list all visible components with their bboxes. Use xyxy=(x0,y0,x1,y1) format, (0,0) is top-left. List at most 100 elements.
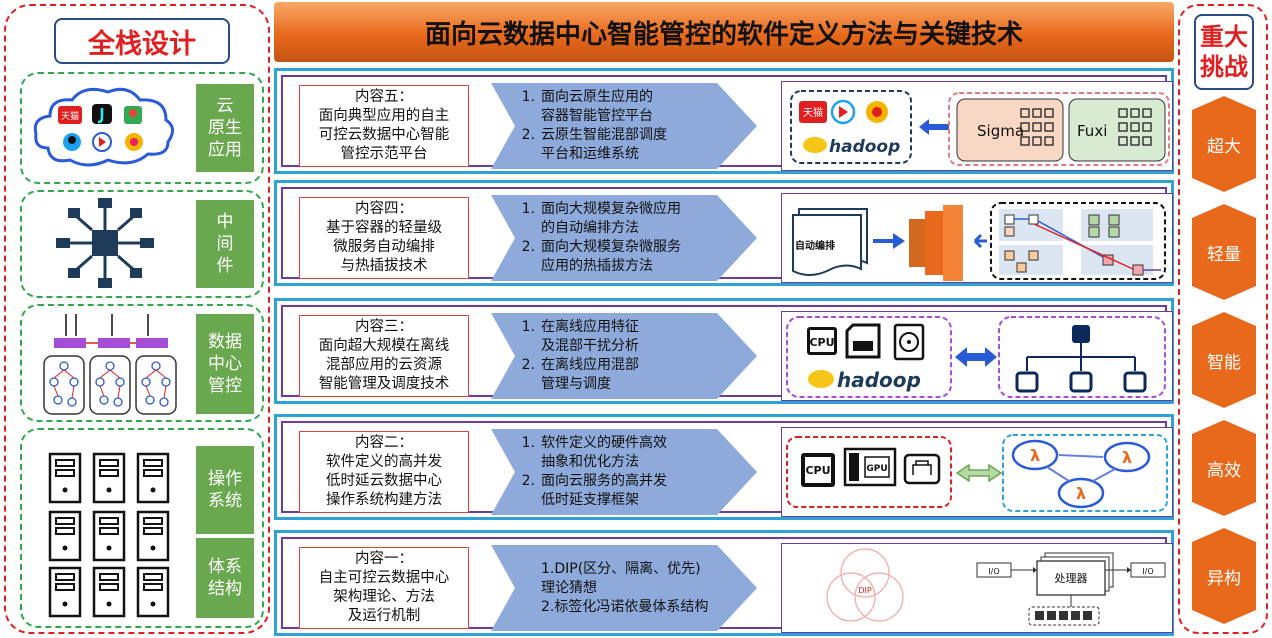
layer-os-architecture: 操作 系统 体系 结构 xyxy=(20,428,264,628)
item-text: 面向云原生应用的 容器智能管控平台 xyxy=(541,89,653,124)
orchestration-illustration: 自动编排 xyxy=(781,193,1173,283)
challenge-label: 异构 xyxy=(1207,568,1241,589)
challenge-label: 高效 xyxy=(1207,460,1241,481)
item-number: 1. xyxy=(521,201,535,217)
item-number xyxy=(515,560,541,598)
lambda-symbol: λ xyxy=(1030,446,1040,465)
gpu-label: GPU xyxy=(866,464,887,474)
content-title: 内容一： 自主可控云数据中心 架构理论、方法 及运行机制 xyxy=(299,547,469,629)
hadoop-logo-text: hadoop xyxy=(837,368,921,392)
middleware-network-icon xyxy=(56,198,154,288)
layer-label-text: 操作 系统 xyxy=(208,469,242,511)
layer-datacenter-management: 数据 中心 管控 xyxy=(20,304,264,422)
content-items: 1. 面向大规模复杂微应用 的自动编排方法 2. 面向大规模复杂微服务 应用的热插拔… xyxy=(515,197,755,279)
item-text: 在离线应用混部 管理与调度 xyxy=(541,357,639,392)
item-text: 面向云服务的高并发 低时延支撑框架 xyxy=(541,473,667,508)
content-row-4: 内容四： 基于容器的轻量级 微服务自动编排 与热插拔技术 1. 面向大规模复杂微应… xyxy=(274,180,1174,286)
datacenter-scheduling-icon xyxy=(43,314,177,415)
content-row-2: 内容二： 软件定义的高并发 低时延云数据中心 操作系统构建方法 1. 软件定义的硬… xyxy=(274,414,1174,520)
item-number: 2. xyxy=(521,357,535,373)
cloud-apps-icon: 天猫 xyxy=(33,87,174,167)
item-number: 1. xyxy=(521,319,535,335)
full-stack-panel: 全栈设计 天猫 云 原生 应用 xyxy=(4,4,270,634)
processor-label: 处理器 xyxy=(1055,572,1088,585)
auto-orchestration-label: 自动编排 xyxy=(795,239,835,252)
item-text: 云原生智能混部调度 平台和运维系统 xyxy=(541,127,667,162)
io-right-label: I/O xyxy=(1142,567,1153,576)
challenge-label: 智能 xyxy=(1207,352,1241,373)
tmall-logo-text: 天猫 xyxy=(803,106,823,119)
content-title: 内容三： 面向超大规模在离线 混部应用的云资源 智能管理及调度技术 xyxy=(299,315,469,397)
servers-icon xyxy=(48,452,170,618)
content-row-frame: 内容一： 自主可控云数据中心 架构理论、方法 及运行机制 1.DIP(区分、隔离… xyxy=(281,537,1173,633)
full-stack-title: 全栈设计 xyxy=(54,18,230,64)
platform-illustration: 天猫 hadoop Sigma Fuxi xyxy=(781,81,1173,171)
challenge-item: 异构 xyxy=(1192,528,1256,624)
item-text: 软件定义的硬件高效 抽象和优化方法 xyxy=(541,435,667,470)
content-items: 1.DIP(区分、隔离、优先) 理论猜想 2.标签化冯诺依曼体系结构 xyxy=(515,547,755,629)
lambda-symbol: λ xyxy=(1122,448,1132,467)
content-row-1: 内容一： 自主可控云数据中心 架构理论、方法 及运行机制 1.DIP(区分、隔离… xyxy=(274,530,1174,636)
content-items: 1. 在离线应用特征 及混部干扰分析 2. 在离线应用混部 管理与调度 xyxy=(515,315,755,397)
item-text: 面向大规模复杂微服务 应用的热插拔方法 xyxy=(541,239,681,274)
page-title: 面向云数据中心智能管控的软件定义方法与关键技术 xyxy=(274,2,1174,62)
content-title: 内容五： 面向典型应用的自主 可控云数据中心智能 管控示范平台 xyxy=(299,85,469,167)
layer-label-os: 操作 系统 xyxy=(196,446,254,534)
content-title: 内容四： 基于容器的轻量级 微服务自动编排 与热插拔技术 xyxy=(299,197,469,279)
content-row-frame: 内容三： 面向超大规模在离线 混部应用的云资源 智能管理及调度技术 1. 在离线应… xyxy=(281,305,1173,401)
challenge-label: 轻量 xyxy=(1207,244,1241,265)
arrow-shape xyxy=(491,313,757,399)
fuxi-label: Fuxi xyxy=(1077,122,1107,140)
challenge-item: 高效 xyxy=(1192,420,1256,516)
arrow-shape xyxy=(491,429,757,515)
challenge-item: 智能 xyxy=(1192,312,1256,408)
io-left-label: I/O xyxy=(988,567,999,576)
layer-label-text: 体系 结构 xyxy=(208,557,242,599)
os-hardware-illustration: CPU GPU λ λ λ xyxy=(781,427,1173,517)
layer-label-cloud-native: 云 原生 应用 xyxy=(196,84,254,172)
arrow-shape xyxy=(491,83,757,169)
challenge-label: 超大 xyxy=(1207,136,1241,157)
content-row-5: 内容五： 面向典型应用的自主 可控云数据中心智能 管控示范平台 1. 面向云原生应… xyxy=(274,68,1174,174)
item-number xyxy=(515,598,541,617)
challenge-item: 超大 xyxy=(1192,96,1256,192)
dip-label: DIP xyxy=(858,586,872,595)
item-text: 在离线应用特征 及混部干扰分析 xyxy=(541,319,639,354)
major-challenges-panel: 重大 挑战 超大 轻量 智能 高效 异构 xyxy=(1178,4,1268,634)
content-title: 内容二： 软件定义的高并发 低时延云数据中心 操作系统构建方法 xyxy=(299,431,469,513)
content-row-frame: 内容四： 基于容器的轻量级 微服务自动编排 与热插拔技术 1. 面向大规模复杂微应… xyxy=(281,187,1173,283)
arrow-shape xyxy=(491,545,757,631)
item-text: 面向大规模复杂微应用 的自动编排方法 xyxy=(541,201,681,236)
layer-label-middleware: 中 间 件 xyxy=(196,200,254,288)
hadoop-logo-text: hadoop xyxy=(829,137,900,157)
layer-label-text: 中 间 件 xyxy=(216,212,234,276)
cpu-label: CPU xyxy=(809,336,834,349)
item-number: 2. xyxy=(521,473,535,489)
tmall-logo-text: 天猫 xyxy=(61,110,79,122)
item-text: 1.DIP(区分、隔离、优先) 理论猜想 xyxy=(541,560,701,596)
item-number: 2. xyxy=(521,127,535,143)
challenge-item: 轻量 xyxy=(1192,204,1256,300)
sigma-label: Sigma xyxy=(977,122,1024,140)
content-items: 1. 软件定义的硬件高效 抽象和优化方法 2. 面向云服务的高并发 低时延支撑框架 xyxy=(515,431,755,513)
arrow-shape xyxy=(491,195,757,281)
item-number: 2. xyxy=(521,239,535,255)
content-row-3: 内容三： 面向超大规模在离线 混部应用的云资源 智能管理及调度技术 1. 在离线应… xyxy=(274,298,1174,404)
layer-label-text: 云 原生 应用 xyxy=(208,96,242,160)
lambda-symbol: λ xyxy=(1076,484,1086,503)
layer-label-text: 数据 中心 管控 xyxy=(208,332,242,396)
layer-label-architecture: 体系 结构 xyxy=(196,538,254,618)
major-challenges-title: 重大 挑战 xyxy=(1194,14,1254,90)
content-row-frame: 内容五： 面向典型应用的自主 可控云数据中心智能 管控示范平台 1. 面向云原生应… xyxy=(281,75,1173,171)
layer-cloud-native-apps: 天猫 云 原生 应用 xyxy=(20,72,264,184)
item-number: 1. xyxy=(521,435,535,451)
layer-middleware: 中 间 件 xyxy=(20,190,264,298)
resource-scheduling-illustration: CPU hadoop xyxy=(781,311,1173,401)
cpu-label: CPU xyxy=(805,464,830,477)
item-number: 1. xyxy=(521,89,535,105)
content-items: 1. 面向云原生应用的 容器智能管控平台 2. 云原生智能混部调度 平台和运维系统 xyxy=(515,85,755,167)
architecture-illustration: DIP I/O 处理器 I/O xyxy=(781,543,1173,633)
item-text: 2.标签化冯诺依曼体系结构 xyxy=(541,598,709,615)
layer-label-datacenter: 数据 中心 管控 xyxy=(196,314,254,414)
content-row-frame: 内容二： 软件定义的高并发 低时延云数据中心 操作系统构建方法 1. 软件定义的硬… xyxy=(281,421,1173,517)
